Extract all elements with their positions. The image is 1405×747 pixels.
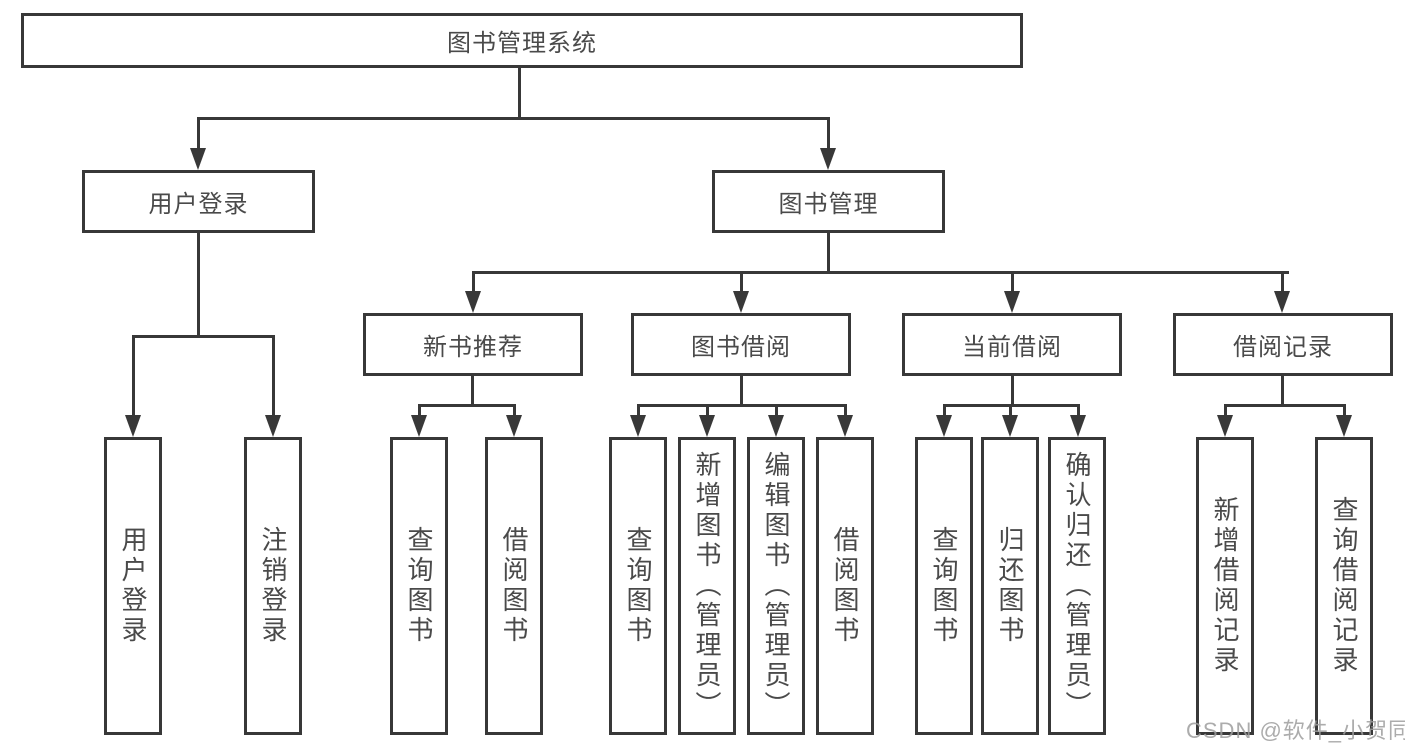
connector-line: [197, 233, 200, 335]
connector-line: [197, 117, 830, 120]
node-label: 借阅图书: [830, 526, 860, 646]
arrow-down-icon: [190, 148, 206, 170]
arrow-down-icon: [768, 415, 784, 437]
connector-line: [1224, 404, 1227, 417]
node-leaf-edit-books-admin: 编辑图书（管理员）: [747, 437, 805, 735]
arrow-down-icon: [1070, 415, 1086, 437]
node-new-book-recommendation: 新书推荐: [363, 313, 583, 376]
connector-line: [471, 376, 474, 407]
node-user-login: 用户登录: [82, 170, 315, 233]
arrow-down-icon: [411, 415, 427, 437]
arrow-down-icon: [733, 291, 749, 313]
node-label: 编辑图书（管理员）: [761, 451, 791, 721]
arrow-down-icon: [699, 415, 715, 437]
node-label: 新书推荐: [423, 334, 523, 361]
node-label: 查询图书: [929, 526, 959, 646]
connector-line: [844, 404, 847, 417]
node-label: 查询借阅记录: [1329, 496, 1359, 676]
connector-line: [1077, 404, 1080, 417]
node-leaf-query-books-3: 查询图书: [915, 437, 973, 735]
arrow-down-icon: [820, 148, 836, 170]
node-leaf-user-login: 用户登录: [104, 437, 162, 735]
node-book-borrowing: 图书借阅: [631, 313, 851, 376]
arrow-down-icon: [1002, 415, 1018, 437]
node-label: 查询图书: [623, 526, 653, 646]
connector-line: [1011, 376, 1014, 407]
connector-line: [418, 404, 516, 407]
connector-line: [775, 404, 778, 417]
node-leaf-return-books: 归还图书: [981, 437, 1039, 735]
connector-line: [132, 335, 275, 338]
arrow-down-icon: [1274, 291, 1290, 313]
connector-line: [1281, 271, 1284, 293]
connector-line: [1281, 376, 1284, 407]
node-leaf-query-borrow-record: 查询借阅记录: [1315, 437, 1373, 735]
arrow-down-icon: [1004, 291, 1020, 313]
connector-line: [197, 117, 200, 151]
connector-line: [827, 233, 830, 274]
node-label: 用户登录: [148, 191, 249, 218]
connector-line: [272, 335, 275, 418]
node-leaf-query-books-2: 查询图书: [609, 437, 667, 735]
arrow-down-icon: [630, 415, 646, 437]
node-label: 归还图书: [995, 526, 1025, 646]
connector-line: [418, 404, 421, 417]
node-book-management: 图书管理: [712, 170, 945, 233]
node-leaf-query-books: 查询图书: [390, 437, 448, 735]
connector-line: [513, 404, 516, 417]
connector-line: [740, 376, 743, 407]
arrow-down-icon: [465, 291, 481, 313]
node-leaf-confirm-return-admin: 确认归还（管理员）: [1048, 437, 1106, 735]
node-leaf-borrow-books: 借阅图书: [485, 437, 543, 735]
connector-line: [1009, 404, 1012, 417]
node-leaf-add-books-admin: 新增图书（管理员）: [678, 437, 736, 735]
node-label: 新增借阅记录: [1210, 496, 1240, 676]
node-leaf-borrow-books-2: 借阅图书: [816, 437, 874, 735]
node-label: 图书借阅: [691, 334, 791, 361]
node-label: 借阅图书: [499, 526, 529, 646]
connector-line: [1343, 404, 1346, 417]
node-borrowing-records: 借阅记录: [1173, 313, 1393, 376]
arrow-down-icon: [265, 415, 281, 437]
arrow-down-icon: [1336, 415, 1352, 437]
connector-line: [132, 335, 135, 418]
node-current-borrowing: 当前借阅: [902, 313, 1122, 376]
node-label: 查询图书: [404, 526, 434, 646]
node-label: 注销登录: [258, 526, 288, 646]
connector-line: [472, 271, 475, 293]
connector-line: [1224, 404, 1345, 407]
csdn-watermark: CSDN @软件_小贺同学: [1186, 718, 1405, 743]
node-label: 图书管理: [778, 191, 879, 218]
connector-line: [637, 404, 847, 407]
node-label: 新增图书（管理员）: [692, 451, 722, 721]
arrow-down-icon: [125, 415, 141, 437]
arrow-down-icon: [1217, 415, 1233, 437]
connector-line: [943, 404, 946, 417]
connector-line: [1011, 271, 1014, 293]
node-book-management-system: 图书管理系统: [21, 13, 1023, 68]
node-leaf-add-borrow-record: 新增借阅记录: [1196, 437, 1254, 735]
node-label: 当前借阅: [962, 334, 1062, 361]
arrow-down-icon: [506, 415, 522, 437]
connector-line: [637, 404, 640, 417]
node-label: 用户登录: [118, 526, 148, 646]
connector-line: [472, 271, 1289, 274]
node-label: 借阅记录: [1233, 334, 1333, 361]
node-label: 确认归还（管理员）: [1062, 451, 1092, 721]
arrow-down-icon: [837, 415, 853, 437]
connector-line: [827, 117, 830, 151]
connector-line: [740, 271, 743, 293]
arrow-down-icon: [936, 415, 952, 437]
connector-line: [518, 67, 521, 119]
node-leaf-logout: 注销登录: [244, 437, 302, 735]
connector-line: [706, 404, 709, 417]
node-label: 图书管理系统: [447, 30, 597, 57]
